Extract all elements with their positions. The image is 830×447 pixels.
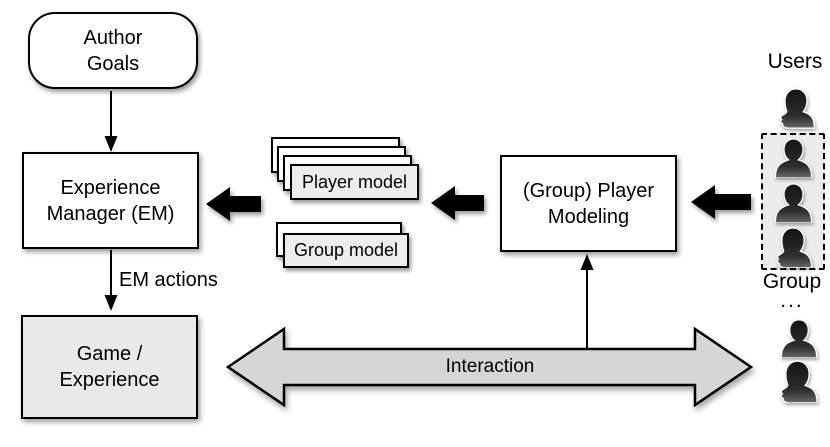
group-label: Group: [762, 270, 822, 293]
users-label: Users: [767, 50, 823, 73]
experience-manager-node: Experience Manager (EM): [22, 152, 199, 249]
player-model-card: Player model: [290, 164, 419, 200]
em-actions-label: EM actions: [119, 269, 218, 291]
ellipsis-label: ...: [780, 289, 804, 312]
thick-arrow-models-to-em: [206, 187, 261, 221]
user-male-icon: [774, 138, 813, 178]
user-male-icon: [780, 319, 818, 358]
user-female-icon: [780, 360, 818, 403]
thick-arrow-modeling-to-models: [431, 186, 484, 220]
user-female-icon: [776, 227, 813, 268]
user-female-icon: [779, 88, 816, 129]
author-goals-node: Author Goals: [28, 12, 198, 89]
thick-arrow-users-to-modeling: [691, 185, 751, 219]
arrow-interaction-to-modeling: [580, 254, 594, 350]
arrow-author-to-em: [104, 91, 118, 152]
interaction-label: Interaction: [445, 356, 535, 377]
group-player-modeling-node: (Group) Player Modeling: [500, 155, 677, 252]
arrow-em-to-game: [104, 250, 118, 311]
game-experience-node: Game / Experience: [21, 315, 198, 419]
user-male-icon: [774, 183, 813, 223]
group-model-card: Group model: [283, 233, 409, 268]
